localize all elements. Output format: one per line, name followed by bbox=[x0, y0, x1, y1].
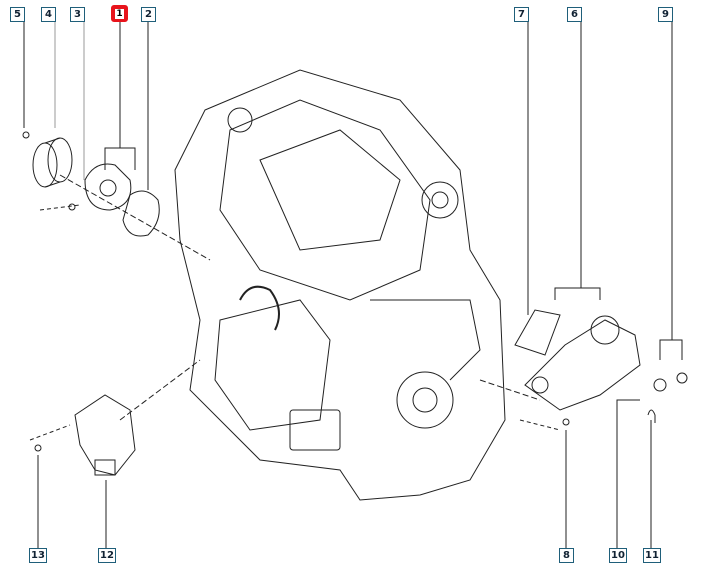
bracket-9 bbox=[659, 339, 683, 360]
pulley-part-4 bbox=[32, 142, 58, 188]
callout-5[interactable]: 5 bbox=[10, 7, 25, 22]
callout-8[interactable]: 8 bbox=[559, 548, 574, 563]
bracket-6 bbox=[554, 287, 601, 300]
bracket-1 bbox=[104, 147, 136, 170]
callout-2[interactable]: 2 bbox=[141, 7, 156, 22]
water-outlet-part-12 bbox=[74, 394, 136, 476]
callout-10[interactable]: 10 bbox=[609, 548, 627, 563]
seal-part-9 bbox=[653, 378, 667, 392]
callout-1-label: 1 bbox=[115, 9, 124, 19]
bolt-part-8 bbox=[562, 418, 570, 426]
callout-1-highlighted[interactable]: 1 bbox=[111, 5, 128, 22]
clip-part-11 bbox=[647, 409, 656, 423]
bolt-part-13 bbox=[34, 444, 42, 452]
callout-4[interactable]: 4 bbox=[41, 7, 56, 22]
callout-3[interactable]: 3 bbox=[70, 7, 85, 22]
leader-10 bbox=[616, 399, 640, 550]
callout-11[interactable]: 11 bbox=[643, 548, 661, 563]
water-pump-part-1 bbox=[84, 163, 132, 211]
thermostat-housing-part-6 bbox=[524, 319, 641, 411]
gasket-part-7 bbox=[514, 309, 561, 356]
callout-13[interactable]: 13 bbox=[29, 548, 47, 563]
callout-12[interactable]: 12 bbox=[98, 548, 116, 563]
callout-7[interactable]: 7 bbox=[514, 7, 529, 22]
callout-6[interactable]: 6 bbox=[567, 7, 582, 22]
bolt-part-5 bbox=[22, 131, 30, 139]
engine-outline bbox=[174, 69, 506, 501]
gasket-part-2 bbox=[122, 190, 160, 237]
callout-9[interactable]: 9 bbox=[658, 7, 673, 22]
